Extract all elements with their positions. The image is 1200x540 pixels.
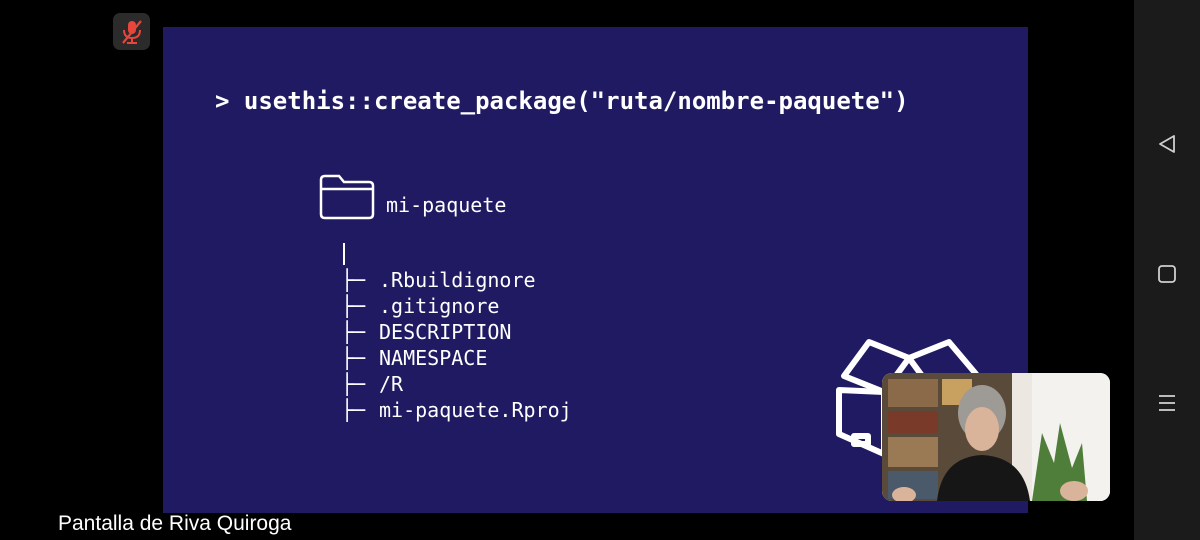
camera-image [882,373,1110,501]
recents-lines-icon [1159,395,1175,411]
recents-button[interactable] [1151,387,1183,419]
home-button[interactable] [1151,258,1183,290]
shared-slide: > usethis::create_package("ruta/nombre-p… [163,27,1028,513]
tree-item: ├─mi-paquete.Rproj [341,398,572,422]
navigation-bar [1134,0,1200,540]
back-triangle-icon [1159,135,1175,153]
camera-preview[interactable] [882,373,1110,501]
mute-button[interactable] [113,13,150,50]
tree-item: ├─.gitignore [341,294,500,318]
tree-item: ├─NAMESPACE [341,346,488,370]
folder-name: mi-paquete [386,193,507,217]
mic-off-icon [121,19,142,44]
command-text: > usethis::create_package("ruta/nombre-p… [215,87,909,115]
screen-share-label: Pantalla de Riva Quiroga [58,512,292,535]
home-square-icon [1158,265,1176,283]
tree-item: ├─DESCRIPTION [341,320,512,344]
back-button[interactable] [1151,128,1183,160]
tree-item: ├─/R [341,372,404,396]
folder-icon [319,174,375,220]
tree-item: ├─.Rbuildignore [341,268,536,292]
file-tree: ├─.Rbuildignore ├─.gitignore ├─DESCRIPTI… [341,267,572,423]
tree-connector [343,243,345,265]
